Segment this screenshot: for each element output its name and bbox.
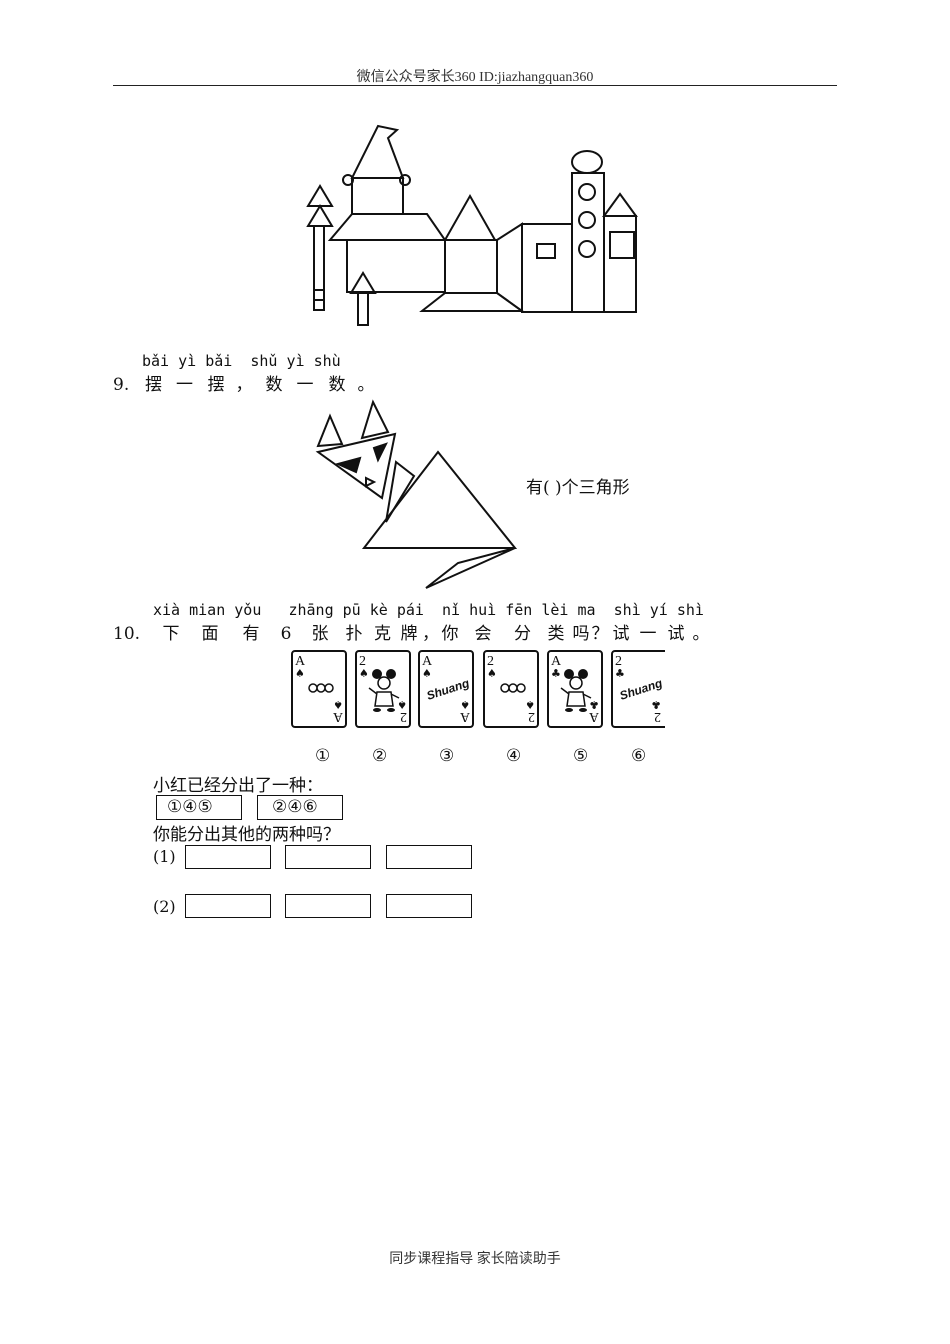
given-group-2: ②④⑥: [272, 797, 318, 817]
q9-answer-prompt: 有( )个三角形: [526, 478, 630, 498]
page-header: 微信公众号家长360 ID:jiazhangquan360: [356, 70, 594, 85]
mouse-foot-icon: [373, 708, 381, 712]
card-rank-bottom: A: [459, 709, 470, 724]
fox-triangles-figure: [315, 399, 518, 589]
card-suit-top: ♠: [422, 667, 432, 680]
card-number-3: ③: [439, 746, 455, 766]
card-bottom-corner: 2♠: [397, 698, 407, 724]
answer-box-1-1[interactable]: [185, 845, 271, 869]
mouse-body-icon: [374, 691, 394, 707]
playing-card-5: A♣A♣: [547, 650, 603, 728]
row-label-2: (2): [153, 897, 176, 916]
card-number-2: ②: [372, 746, 388, 766]
mouse-foot-icon: [579, 708, 587, 712]
mouse-arm-icon: [390, 693, 400, 699]
card-rank-top: A: [295, 654, 306, 669]
card-border: [483, 650, 539, 728]
card-rank-top: A: [422, 654, 433, 669]
q10-line1: 小红已经分出了一种：: [153, 776, 323, 796]
card-suit-bottom: ♠: [525, 698, 535, 711]
answer-box-2-2[interactable]: [285, 894, 371, 918]
card-suit-bottom: ♠: [333, 698, 343, 711]
card-number-1: ①: [315, 746, 331, 766]
card-suit-bottom: ♠: [397, 698, 407, 711]
mouse-body-icon: [566, 691, 586, 707]
q9-number: 9.: [113, 375, 130, 395]
card-border: [291, 650, 347, 728]
playing-card-6: 2♣2♣Shuang: [611, 650, 665, 728]
card-suit-bottom: ♣: [589, 698, 599, 711]
mouse-ear-icon: [578, 669, 588, 679]
mouse-arm-icon: [560, 687, 570, 695]
given-group-1: ①④⑤: [167, 797, 213, 817]
card-rank-bottom: 2: [528, 709, 535, 724]
card-rank-top: 2: [487, 654, 494, 669]
playing-card-2: 2♠2♠: [355, 650, 411, 728]
card-bottom-corner: 2♣: [651, 698, 661, 724]
card-bottom-corner: A♠: [332, 698, 343, 724]
card-suit-top: ♠: [359, 667, 369, 680]
q9-text-line: 9. 摆一摆，数一数。: [113, 375, 375, 395]
card-suit-top: ♣: [551, 667, 561, 680]
circle-mark: [324, 683, 334, 693]
mouse-ear-icon: [386, 669, 396, 679]
q10-line2: 你能分出其他的两种吗？: [153, 825, 340, 845]
answer-box-2-3[interactable]: [386, 894, 472, 918]
card-border: [611, 650, 665, 728]
answer-box-1-2[interactable]: [285, 845, 371, 869]
circle-mark: [516, 683, 526, 693]
card-rank-top: 2: [359, 654, 366, 669]
mouse-ear-icon: [564, 669, 574, 679]
q10-number: 10.: [113, 624, 141, 644]
answer-box-1-3[interactable]: [386, 845, 472, 869]
card-rank-bottom: A: [588, 709, 599, 724]
given-group-box-2: ②④⑥: [257, 795, 343, 820]
playing-card-3: A♠A♠Shuang: [418, 650, 474, 728]
card-suit-top: ♣: [615, 667, 625, 680]
castle-shapes-figure: [306, 124, 638, 326]
card-number-6: ⑥: [631, 746, 647, 766]
card-suit-bottom: ♠: [460, 698, 470, 711]
mouse-ear-icon: [372, 669, 382, 679]
given-group-box-1: ①④⑤: [156, 795, 242, 820]
card-rank-top: 2: [615, 654, 622, 669]
card-bottom-corner: A♠: [459, 698, 470, 724]
mouse-head-icon: [569, 676, 583, 690]
playing-card-1: A♠A♠: [291, 650, 347, 728]
mouse-foot-icon: [387, 708, 395, 712]
mouse-arm-icon: [368, 687, 378, 695]
card-rank-bottom: 2: [400, 709, 407, 724]
answer-box-2-1[interactable]: [185, 894, 271, 918]
card-suit-bottom: ♣: [651, 698, 661, 711]
q10-pinyin-line: xià mian yǒu zhāng pū kè pái nǐ huì fēn …: [153, 601, 704, 619]
card-number-5: ⑤: [573, 746, 589, 766]
card-bottom-corner: A♣: [588, 698, 599, 724]
card-number-4: ④: [506, 746, 522, 766]
page-footer: 同步课程指导 家长陪读助手: [389, 1252, 561, 1267]
card-suit-top: ♠: [295, 667, 305, 680]
mouse-foot-icon: [565, 708, 573, 712]
header-rule: [113, 85, 837, 86]
card-border: [418, 650, 474, 728]
row-label-1: (1): [153, 847, 176, 866]
mouse-arm-icon: [582, 693, 592, 699]
card-rank-bottom: 2: [654, 709, 661, 724]
card-rank-bottom: A: [332, 709, 343, 724]
card-bottom-corner: 2♠: [525, 698, 535, 724]
mouse-head-icon: [377, 676, 391, 690]
playing-card-4: 2♠2♠: [483, 650, 539, 728]
q9-pinyin-line: bǎi yì bǎi shǔ yì shù: [142, 352, 341, 370]
card-rank-top: A: [551, 654, 562, 669]
card-suit-top: ♠: [487, 667, 497, 680]
